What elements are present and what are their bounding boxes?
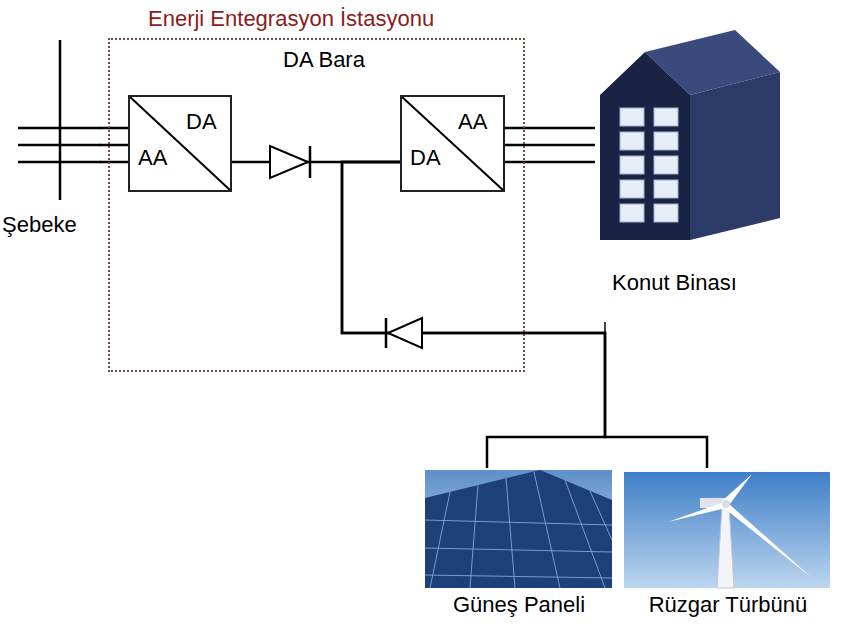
- converter-diagonal: [129, 96, 231, 191]
- grid-bar: [59, 40, 62, 200]
- bus-label: DA Bara: [283, 47, 365, 73]
- converter-diagonal: [401, 96, 504, 191]
- power-line: [100, 128, 128, 162]
- wire-stub: [604, 322, 606, 333]
- converter-label: AA: [458, 109, 487, 135]
- wind-turbine-illustration: [624, 472, 830, 588]
- diode-symbol: [270, 146, 310, 178]
- grid-node: Şebeke: [2, 40, 100, 250]
- building-caption: Konut Binası: [612, 270, 737, 296]
- power-line: [505, 128, 595, 162]
- station-heading: Enerji Entegrasyon İstasyonu: [148, 6, 434, 32]
- grid-wire: [18, 144, 101, 147]
- grid-symbol: [18, 40, 101, 200]
- grid-wire: [18, 161, 101, 164]
- converter-label: DA: [410, 145, 441, 171]
- turbine-node: Rüzgar Türbünü: [624, 468, 832, 630]
- solar-panel-illustration: [425, 470, 612, 588]
- diode-symbol: [386, 318, 422, 348]
- building-illustration: [600, 30, 780, 240]
- grid-caption: Şebeke: [2, 212, 77, 238]
- grid-wire: [18, 127, 101, 130]
- solar-node: Güneş Paneli: [425, 468, 613, 630]
- source-caption: Güneş Paneli: [453, 592, 585, 618]
- station-region: Enerji Entegrasyon İstasyonuDAAAAADA: [108, 38, 525, 372]
- converter-box: AA DA: [400, 95, 505, 192]
- building-node: Konut Binası: [595, 38, 785, 306]
- converter-label: DA: [186, 109, 217, 135]
- power-line: [342, 162, 605, 468]
- converter-label: AA: [138, 145, 167, 171]
- source-caption: Rüzgar Türbünü: [649, 592, 808, 618]
- converter-box: DA AA: [128, 95, 232, 192]
